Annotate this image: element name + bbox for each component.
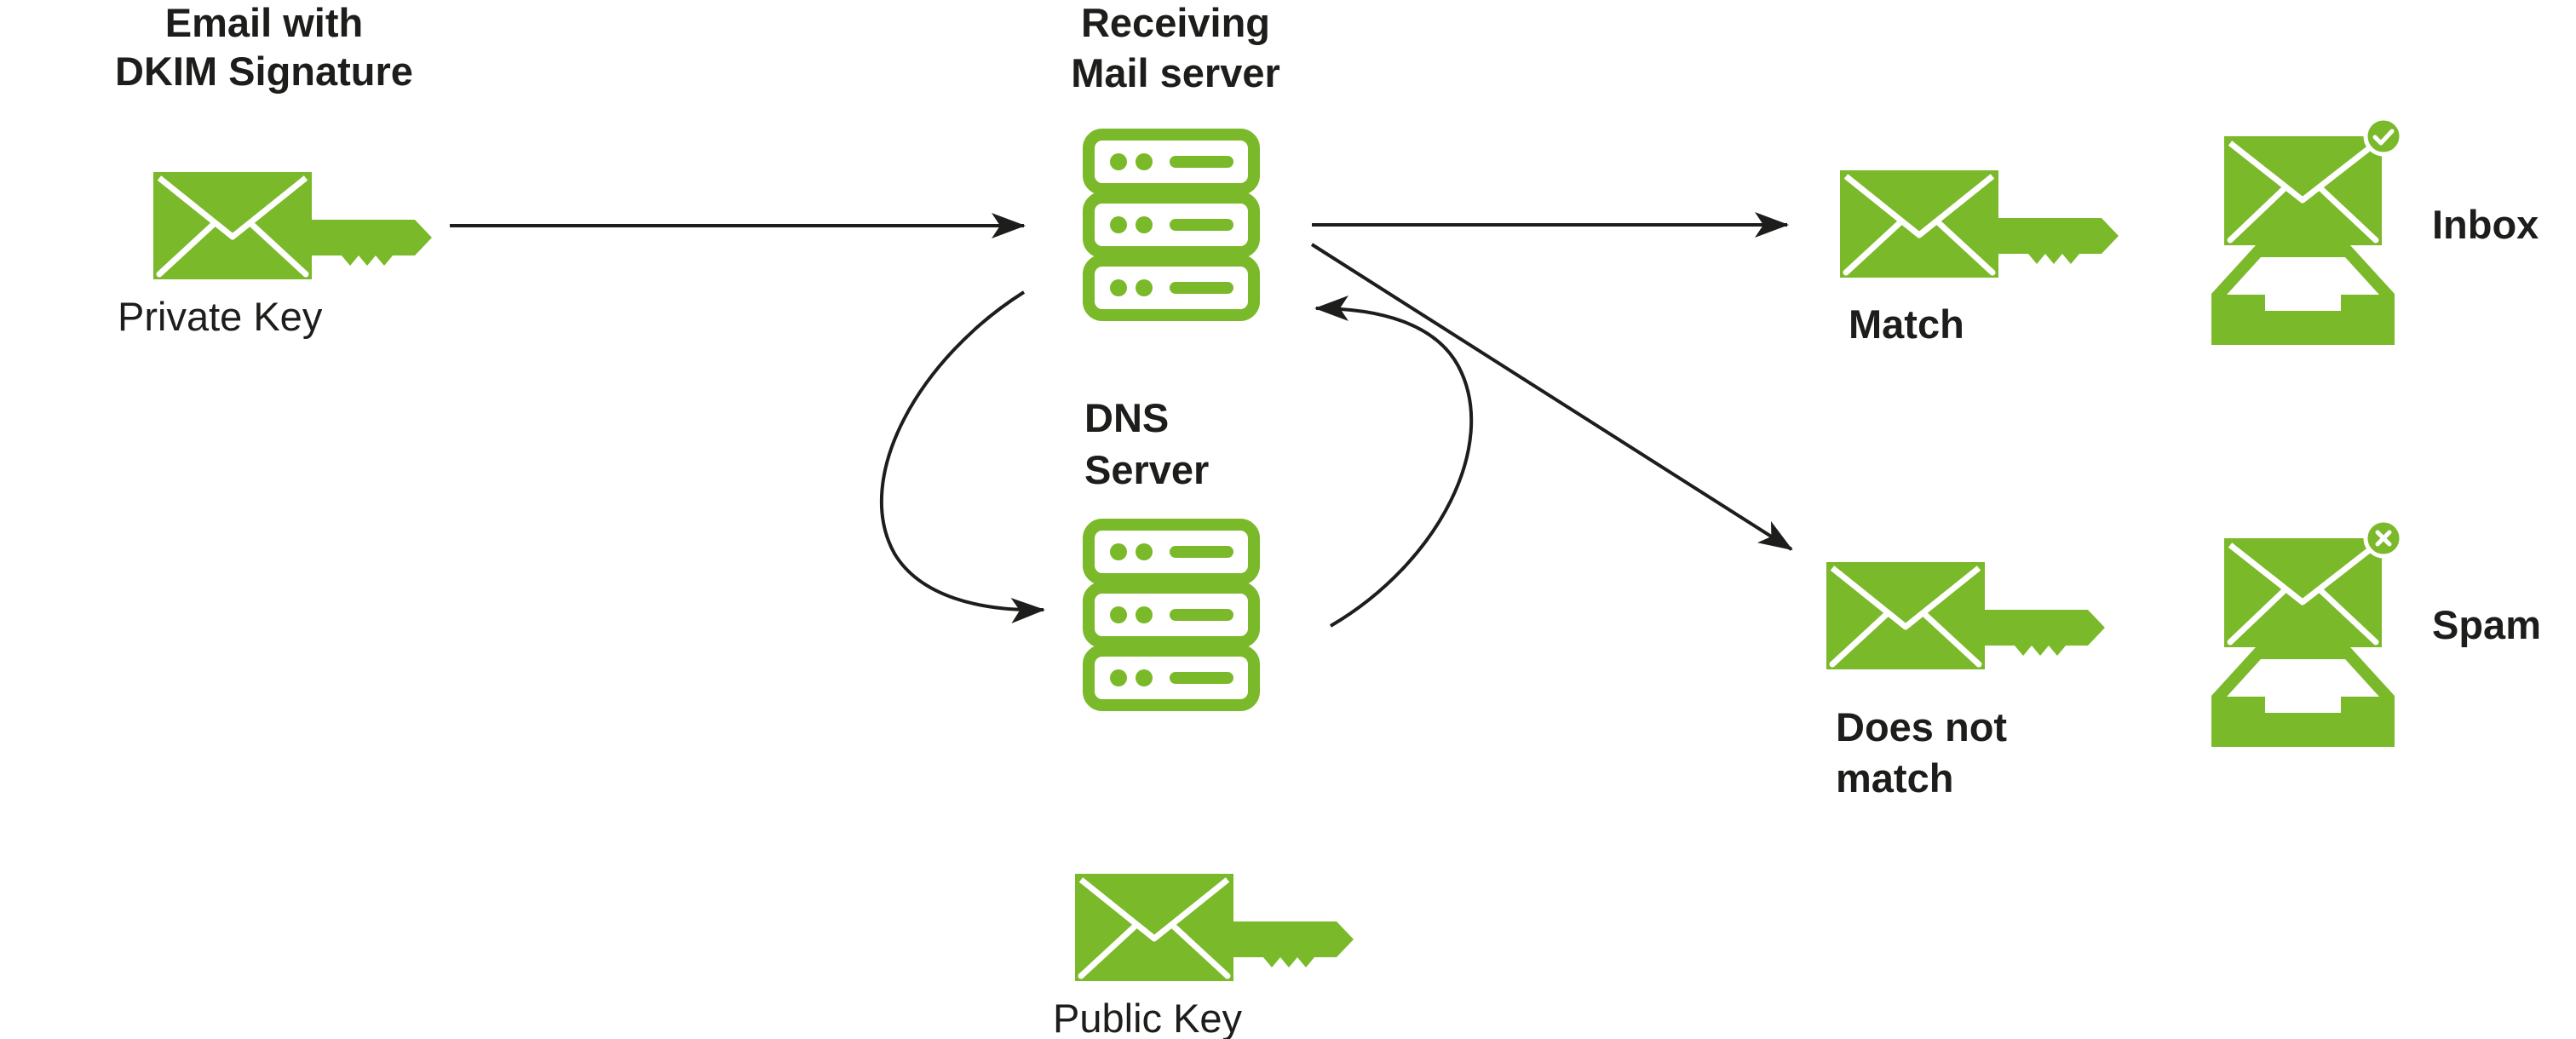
arrow-receiving-to-dns	[879, 290, 1045, 623]
receiving-server-title-line2: Mail server	[1071, 50, 1280, 95]
server-icon	[1089, 525, 1254, 705]
envelope-key-icon	[153, 172, 432, 279]
public-key-label: Public Key	[1053, 996, 1243, 1039]
dns-server-title-line2: Server	[1084, 447, 1209, 492]
dns-server-title-line1: DNS	[1084, 395, 1169, 440]
receiving-server-title-line1: Receiving	[1081, 0, 1270, 45]
sender-title-line1: Email with	[165, 0, 363, 45]
x-badge-icon	[2363, 518, 2404, 559]
match-label: Match	[1849, 301, 1964, 347]
no-match-label-line1: Does not	[1836, 704, 2007, 749]
spam-label: Spam	[2432, 602, 2541, 647]
envelope-key-icon	[1826, 562, 2105, 669]
sender-title-line2: DKIM Signature	[115, 49, 413, 94]
inbox-check-icon	[2211, 116, 2404, 345]
private-key-label: Private Key	[118, 294, 323, 339]
inbox-label: Inbox	[2432, 202, 2539, 247]
check-badge-icon	[2363, 116, 2404, 157]
arrow-dns-to-receiving	[1314, 296, 1474, 628]
no-match-label-line2: match	[1836, 755, 1953, 801]
server-icon	[1089, 135, 1254, 315]
inbox-x-icon	[2211, 518, 2404, 747]
envelope-key-icon	[1075, 874, 1354, 981]
envelope-key-icon	[1840, 170, 2119, 278]
arrow-receiving-to-no-match	[1310, 243, 1793, 551]
